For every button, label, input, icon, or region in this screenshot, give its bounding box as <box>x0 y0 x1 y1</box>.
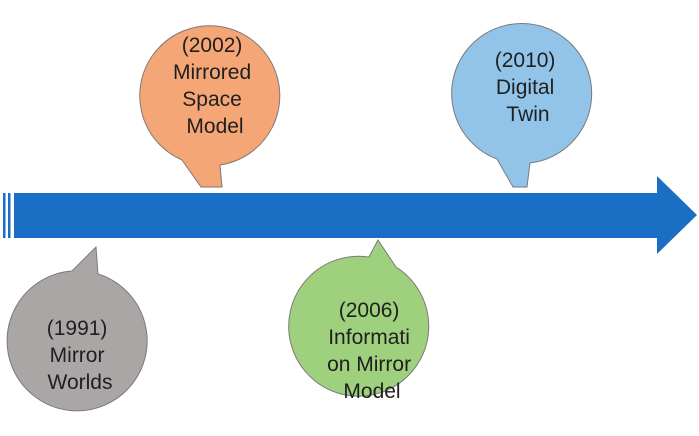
bubble-2002-line: Mirrored <box>173 61 251 84</box>
event-bubble-2006: (2006) Informati on Mirror Model <box>288 239 430 403</box>
arrow-stripe <box>8 193 11 238</box>
svg-text:(2010) Digital Twi: (2010) Digital Twin <box>495 49 562 126</box>
bubble-2010-shape <box>451 23 593 188</box>
svg-text:(2006) Informati o: (2006) Informati on Mirror Model <box>327 299 417 403</box>
arrow-body <box>14 176 697 254</box>
bubble-1991-line: Worlds <box>48 371 113 394</box>
bubble-2006-shape <box>288 239 430 397</box>
bubble-2002-line: Space <box>182 88 242 111</box>
event-bubble-1991: (1991) Mirror Worlds <box>6 245 148 412</box>
bubble-2006-line: (2006) <box>339 299 400 322</box>
bubble-1991-line: (1991) <box>47 317 108 340</box>
bubble-2006-line: Model <box>343 380 400 403</box>
bubble-2006-line: on Mirror <box>327 353 411 376</box>
svg-text:(1991) Mirror Worl: (1991) Mirror Worlds <box>47 317 114 394</box>
bubble-2002-line: (2002) <box>182 34 243 57</box>
bubble-1991-line: Mirror <box>50 344 105 367</box>
bubble-2010-line: (2010) <box>495 49 556 72</box>
bubble-2010-line: Digital <box>496 76 554 99</box>
event-bubble-2010: (2010) Digital Twin <box>451 23 593 188</box>
svg-text:(2002) Mirrored Sp: (2002) Mirrored Space Model <box>173 34 257 138</box>
arrow-stripe <box>3 193 6 238</box>
bubble-1991-shape <box>6 245 148 412</box>
event-bubble-2002: (2002) Mirrored Space Model <box>139 25 281 188</box>
bubble-2006-line: Informati <box>328 326 410 349</box>
bubble-2010-line: Twin <box>506 103 549 126</box>
bubble-2002-line: Model <box>186 115 243 138</box>
timeline-arrow <box>3 176 697 254</box>
bubble-2002-shape <box>139 25 281 188</box>
